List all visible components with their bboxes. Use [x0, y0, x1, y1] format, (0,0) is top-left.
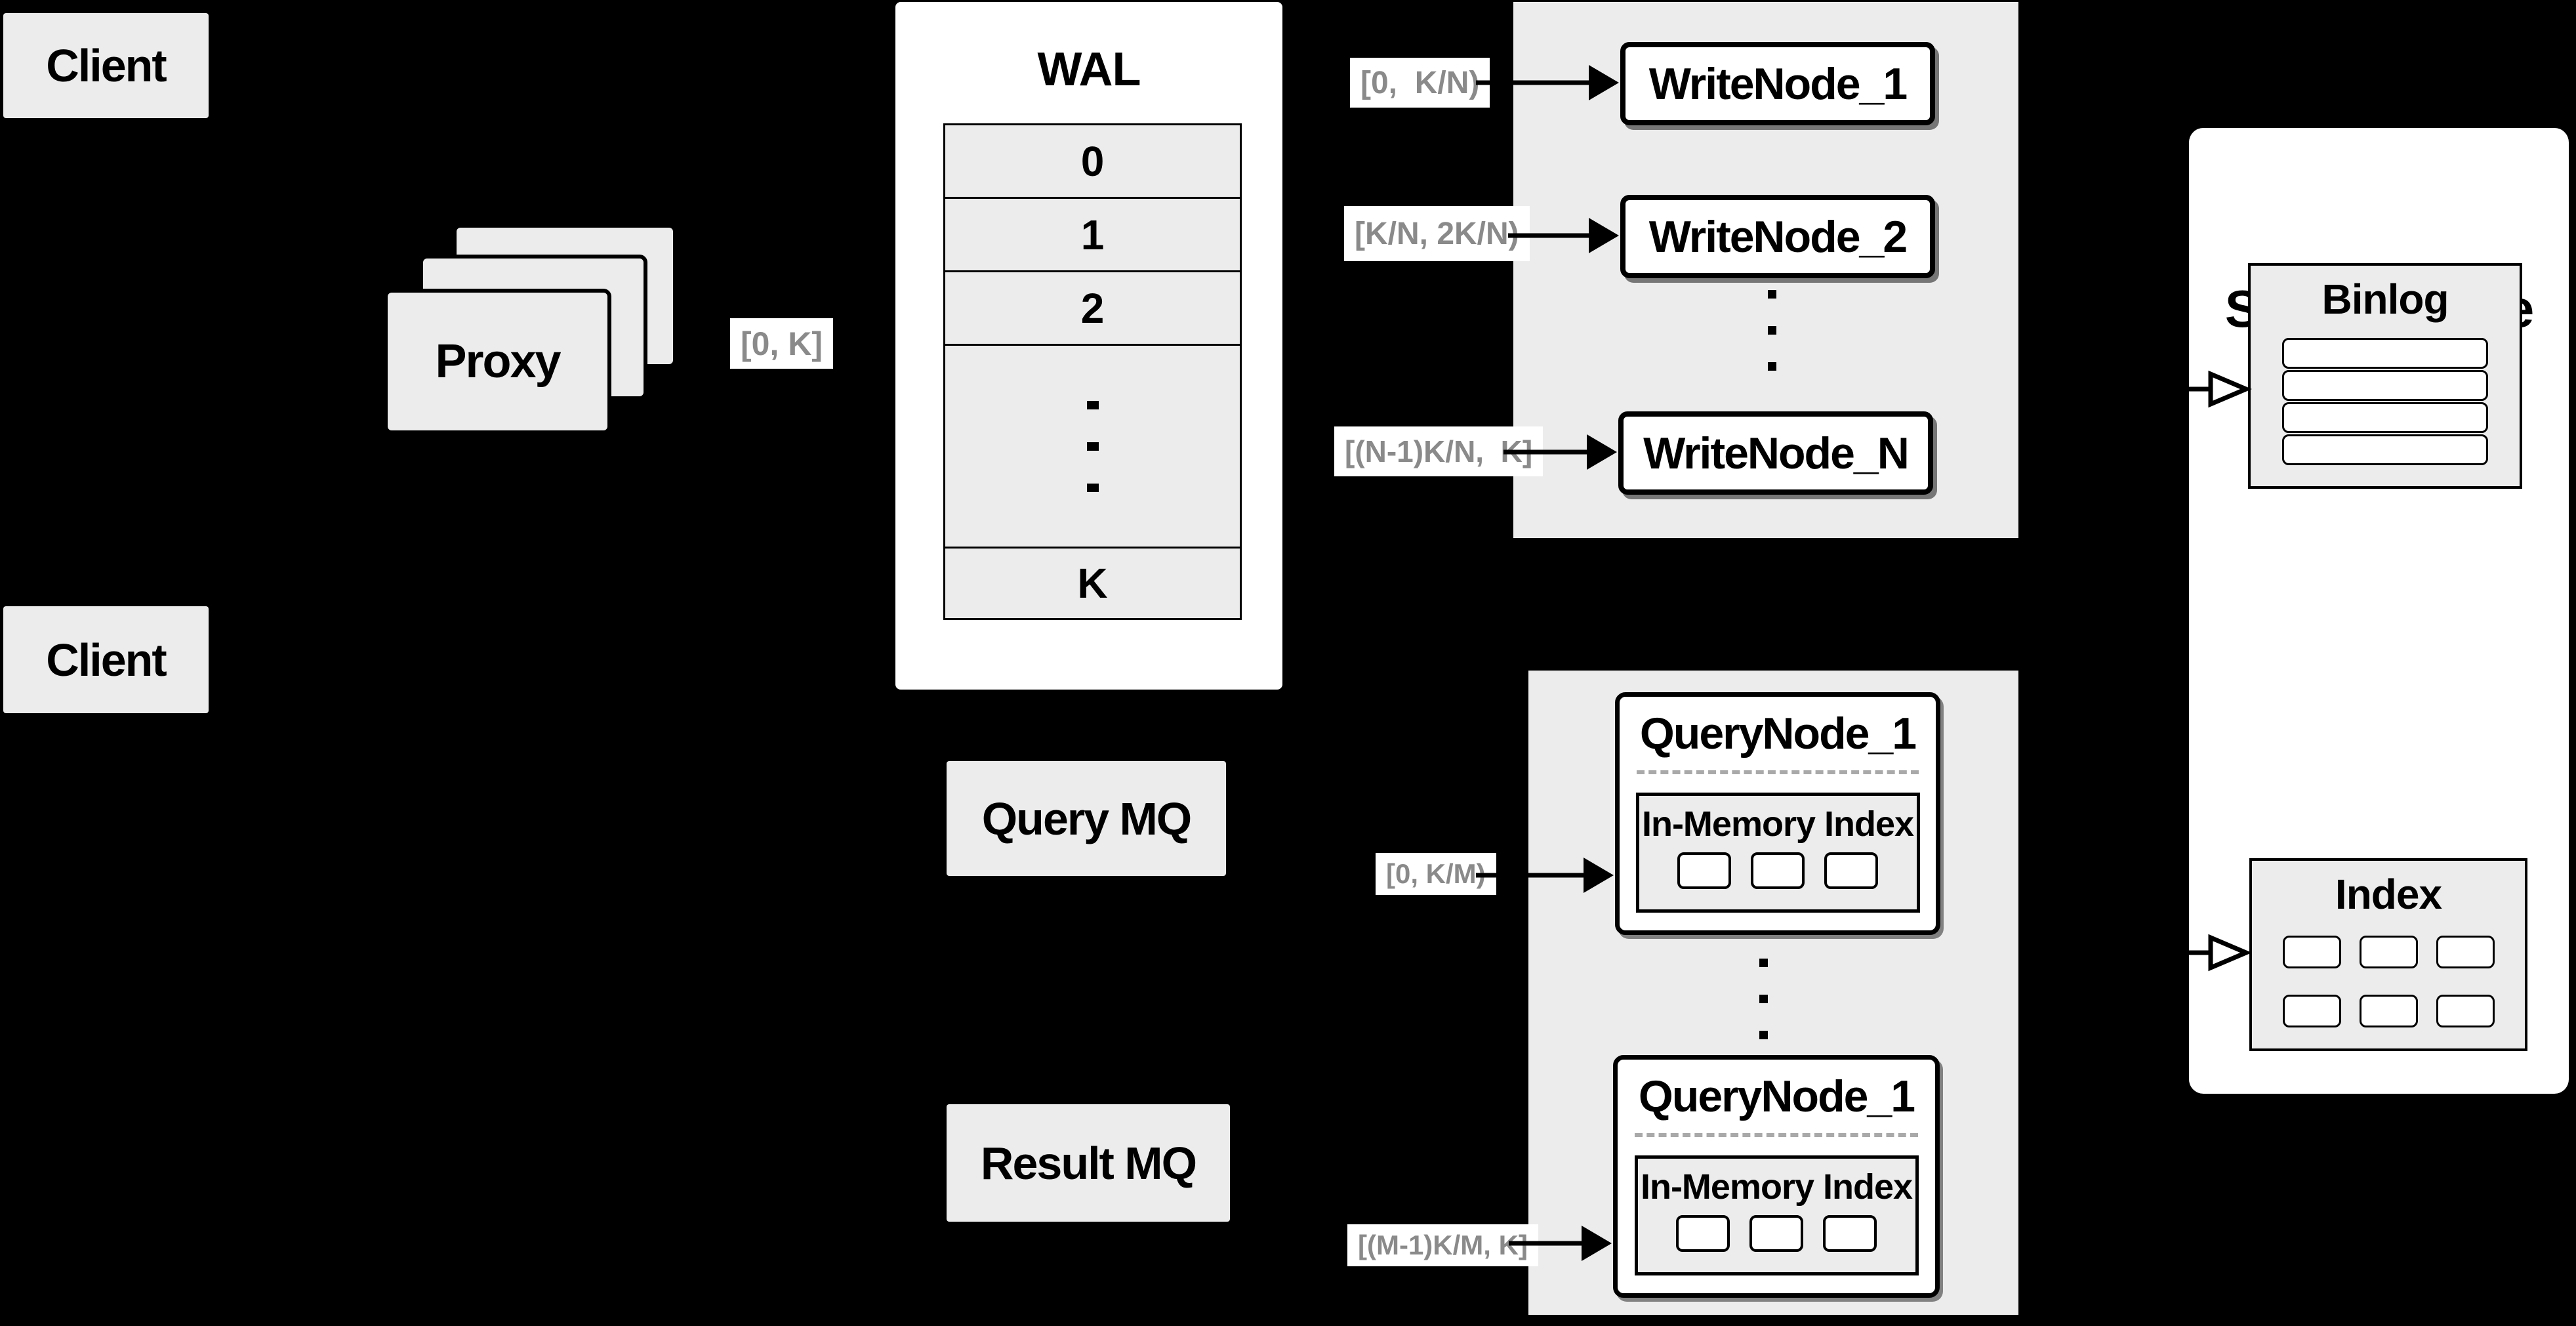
index-chip — [2359, 995, 2418, 1027]
wal-row-0: 0 — [943, 123, 1242, 199]
range-label-write-2: [K/N, 2K/N) — [1344, 206, 1530, 261]
index-chip — [2282, 936, 2341, 968]
index-chip — [2436, 995, 2495, 1027]
client-node-top: Client — [3, 13, 209, 118]
in-memory-index-box: In-Memory Index — [1634, 1155, 1919, 1275]
query-mq-node: Query MQ — [947, 761, 1226, 876]
vertical-dots — [1759, 945, 1768, 1053]
client-label: Client — [46, 634, 167, 686]
wal-table: 0 1 2 K — [943, 123, 1242, 620]
binlog-box: Binlog — [2248, 263, 2522, 489]
range-label-query-1: [0, K/M) — [1376, 853, 1496, 895]
index-chip — [2282, 995, 2341, 1027]
binlog-row — [2282, 434, 2488, 465]
query-node-group-panel: QueryNode_1 In-Memory Index QueryNode_1 … — [1528, 671, 2018, 1320]
index-chip — [2436, 936, 2495, 968]
query-mq-label: Query MQ — [981, 793, 1193, 844]
write-node-n-label: WriteNode_N — [1643, 428, 1910, 478]
segment-chip — [1749, 1215, 1803, 1252]
write-node-1-label: WriteNode_1 — [1648, 58, 1908, 109]
dashed-divider — [1635, 1133, 1918, 1137]
range-label-proxy-out: [0, K] — [730, 318, 833, 369]
query-node-title: QueryNode_1 — [1638, 1071, 1915, 1121]
wal-row-ellipsis — [943, 344, 1242, 549]
proxy-node: Proxy — [384, 289, 611, 434]
write-node-2-label: WriteNode_2 — [1648, 211, 1908, 262]
segment-chip — [1676, 1215, 1730, 1252]
in-memory-index-title: In-Memory Index — [1640, 1167, 1913, 1207]
wal-row-k: K — [943, 547, 1242, 620]
segment-chips — [1638, 1215, 1915, 1252]
range-label-write-n: [(N-1)K/N, K] — [1334, 426, 1544, 476]
dashed-divider — [1637, 770, 1919, 774]
result-mq-node: Result MQ — [947, 1104, 1230, 1222]
client-label: Client — [46, 40, 167, 91]
query-node-title: QueryNode_1 — [1639, 709, 1917, 758]
segment-chip — [1824, 852, 1878, 889]
vertical-dots — [1086, 384, 1099, 508]
range-label-write-1: [0, K/N) — [1350, 58, 1490, 108]
write-node-2: WriteNode_2 — [1620, 195, 1935, 278]
index-chips — [2252, 936, 2525, 1027]
query-node-2: QueryNode_1 In-Memory Index — [1613, 1055, 1940, 1298]
vertical-dots — [1768, 276, 1776, 384]
result-mq-label: Result MQ — [980, 1137, 1197, 1189]
binlog-title: Binlog — [2321, 276, 2449, 323]
index-box: Index — [2249, 858, 2527, 1051]
proxy-label: Proxy — [435, 335, 561, 388]
segment-chip — [1823, 1215, 1877, 1252]
in-memory-index-title: In-Memory Index — [1641, 804, 1914, 844]
write-node-n: WriteNode_N — [1618, 411, 1933, 495]
segment-chips — [1639, 852, 1917, 889]
segment-chip — [1677, 852, 1731, 889]
index-chip — [2359, 936, 2418, 968]
client-node-bottom: Client — [3, 606, 209, 713]
binlog-row — [2282, 370, 2488, 401]
binlog-rows — [2282, 338, 2488, 465]
binlog-row — [2282, 338, 2488, 369]
wal-panel: WAL 0 1 2 K — [895, 2, 1282, 690]
in-memory-index-box: In-Memory Index — [1635, 793, 1920, 913]
binlog-row — [2282, 402, 2488, 433]
write-node-group-panel: WriteNode_1 WriteNode_2 WriteNode_N — [1513, 2, 2018, 538]
store-engine-panel: Store Engine Binlog Index — [2189, 128, 2569, 1094]
query-node-1: QueryNode_1 In-Memory Index — [1615, 692, 1940, 935]
segment-chip — [1751, 852, 1805, 889]
index-title: Index — [2335, 871, 2442, 918]
wal-row-2: 2 — [943, 270, 1242, 346]
write-node-1: WriteNode_1 — [1620, 42, 1935, 125]
range-label-query-2: [(M-1)K/M, K] — [1347, 1224, 1538, 1266]
wal-title: WAL — [1037, 43, 1141, 96]
wal-row-1: 1 — [943, 197, 1242, 272]
